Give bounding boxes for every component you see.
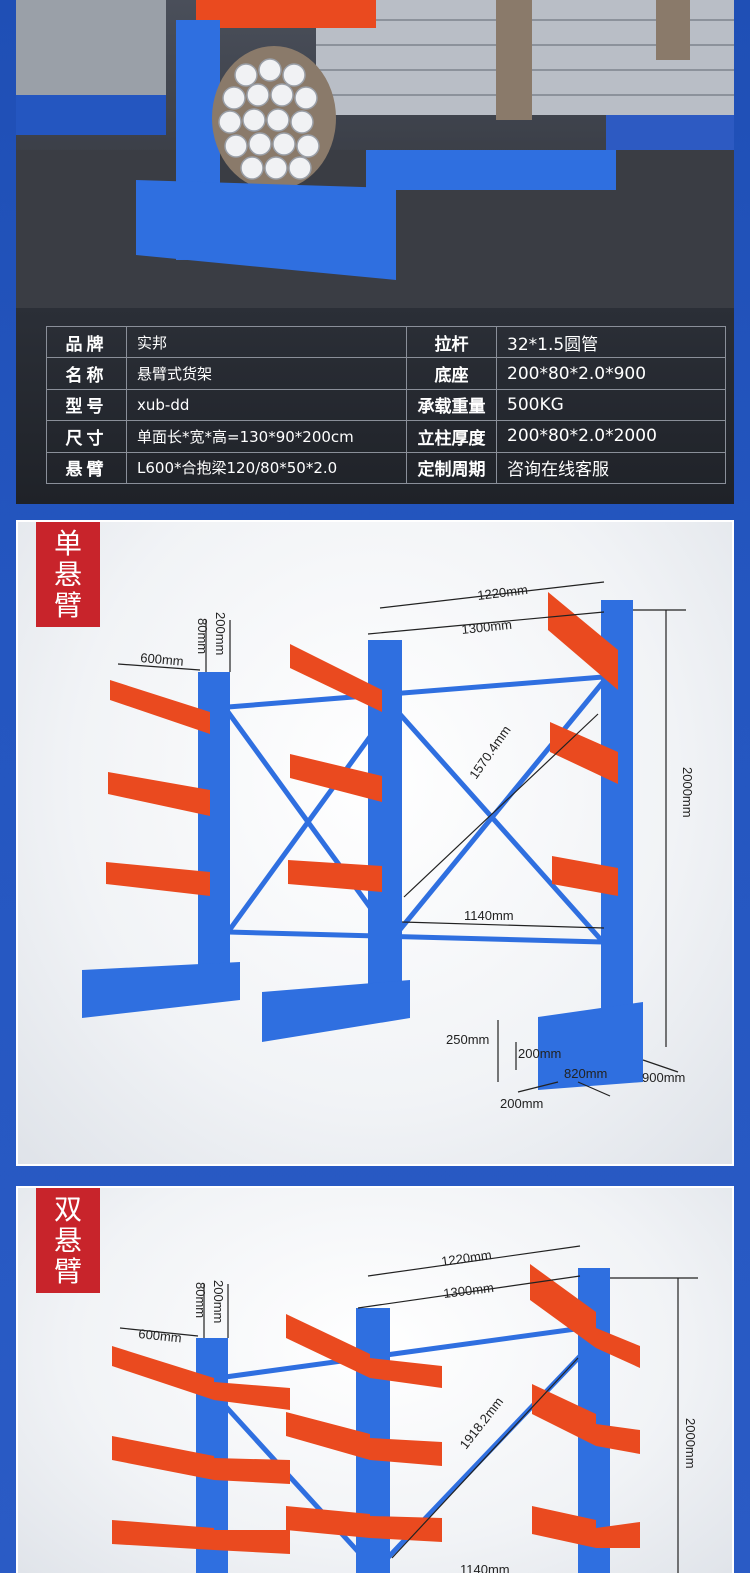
cantilever-rack-photo [16,0,734,308]
single-cantilever-tag: 单 悬 臂 [36,522,100,627]
spec-value: xub-dd [126,388,407,422]
spec-key: 悬臂 [46,451,127,485]
dim-1140: 1140mm [464,908,514,923]
dim-1220: 1220mm [440,1247,492,1269]
spec-key: 底座 [406,357,497,390]
spec-value: 200*80*2.0*2000 [496,420,726,453]
double-cantilever-diagram-card: 双 悬 臂 [16,1186,734,1573]
double-cantilever-diagram: 1220mm 1300mm 200mm 80mm 600mm 1918.2mm … [112,1245,698,1573]
spec-value: 32*1.5圆管 [496,325,726,359]
spec-value: 悬臂式货架 [126,357,407,390]
tag-char: 单 [53,527,82,560]
hero-product-photo [16,0,734,308]
spec-key: 立柱厚度 [406,420,497,453]
dim-600: 600mm [140,650,185,669]
dim-600: 600mm [138,1326,183,1345]
tag-char: 臂 [53,589,82,622]
spec-key: 拉杆 [406,325,497,359]
spec-value: 500KG [496,388,726,422]
dim-820: 820mm [564,1066,607,1081]
dim-1140: 1140mm [460,1562,510,1573]
spec-key: 承载重量 [406,388,497,422]
spec-value: 200*80*2.0*900 [496,357,726,390]
dim-250: 250mm [446,1032,489,1047]
tag-char: 悬 [53,1224,82,1257]
tag-char: 臂 [53,1255,82,1288]
dim-900: 900mm [642,1070,685,1085]
spec-value: 单面长*宽*高=130*90*200cm [126,420,407,453]
dim-80: 80mm [195,618,210,654]
dim-80: 80mm [193,1282,208,1318]
dim-200-c: 200mm [500,1096,543,1111]
dim-2000: 2000mm [680,767,695,818]
tag-char: 双 [53,1193,82,1226]
tag-char: 悬 [53,558,82,591]
spec-key: 名称 [46,357,127,390]
dim-200: 200mm [213,612,228,655]
spec-value: L600*合抱梁120/80*50*2.0 [126,451,407,485]
spec-key: 尺寸 [46,420,127,453]
single-cantilever-diagram-card: 单 悬 臂 [16,520,734,1166]
dim-1570: 1570.4mm [466,723,514,782]
dim-200-b: 200mm [518,1046,561,1061]
spec-key: 品牌 [46,325,127,359]
spec-key: 定制周期 [406,451,497,485]
dim-200: 200mm [211,1280,226,1323]
double-cantilever-tag: 双 悬 臂 [36,1188,100,1293]
dim-1300: 1300mm [443,1280,495,1301]
spec-value: 实邦 [126,325,407,359]
dim-1300: 1300mm [461,617,513,637]
dim-1220: 1220mm [477,582,529,603]
spec-key: 型号 [46,388,127,422]
dim-2000: 2000mm [683,1418,698,1469]
spec-value: 咨询在线客服 [496,451,726,485]
single-cantilever-diagram: 1220mm 1300mm 200mm 80mm 600mm 1570.4mm … [82,581,695,1111]
